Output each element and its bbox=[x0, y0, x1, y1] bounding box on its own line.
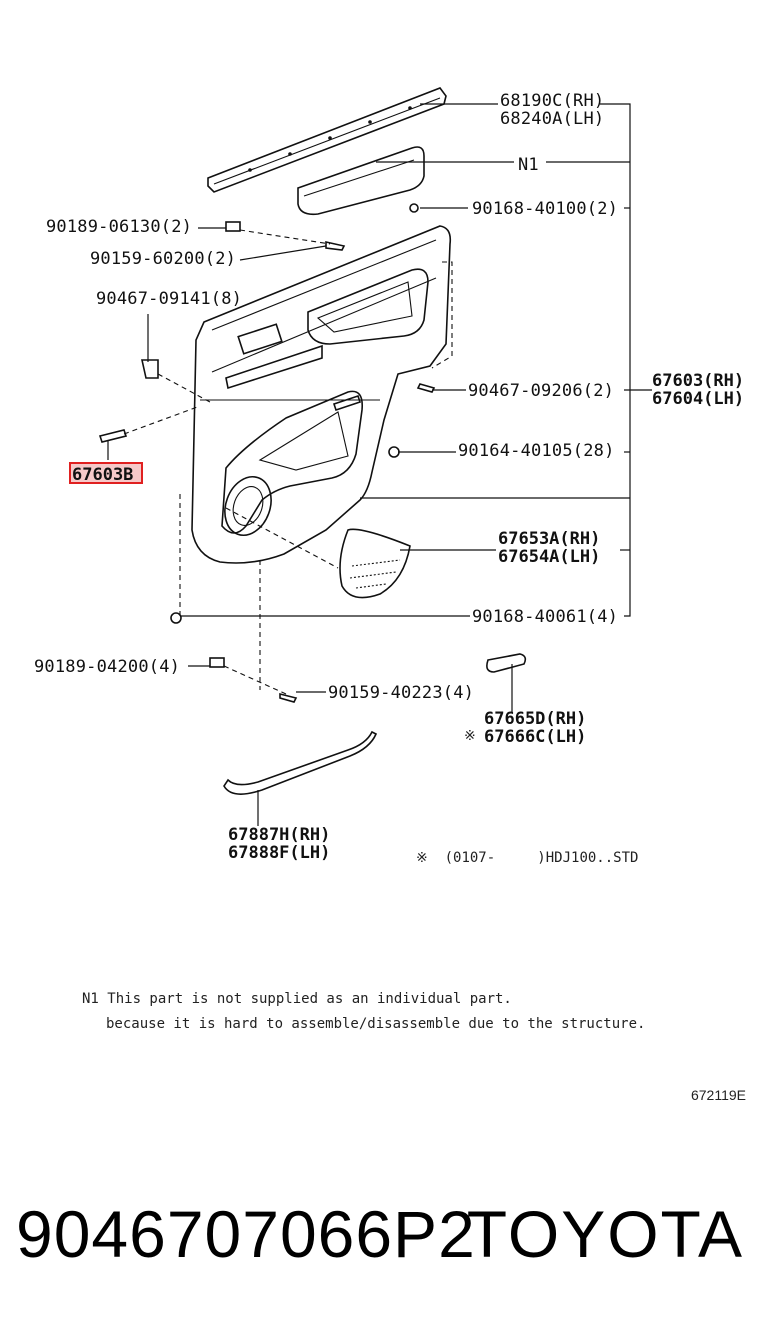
lower-moulding bbox=[223, 730, 378, 795]
label-67604-lh: 67604(LH) bbox=[652, 389, 744, 409]
highlighted-part-67603b[interactable]: 67603B bbox=[69, 462, 143, 485]
std-note: ※ (0107- )HDJ100..STD bbox=[416, 850, 638, 866]
note-line-1: N1 This part is not supplied as an indiv… bbox=[82, 991, 512, 1007]
label-68190c: 68190C(RH) bbox=[500, 91, 604, 111]
note-line-2: because it is hard to assemble/disassemb… bbox=[106, 1016, 645, 1032]
speaker-cover bbox=[339, 528, 411, 599]
leader-lines bbox=[107, 103, 652, 826]
label-67888f: 67888F(LH) bbox=[228, 843, 330, 863]
label-67653a: 67653A(RH) bbox=[498, 529, 600, 549]
upper-garnish bbox=[297, 146, 425, 216]
footer-part-number: 9046707066P2 bbox=[16, 1197, 476, 1271]
label-n1: N1 bbox=[518, 155, 539, 175]
label-90168-40100: 90168-40100(2) bbox=[472, 199, 618, 219]
label-67654a: 67654A(LH) bbox=[498, 547, 600, 567]
label-90467-09206: 90467-09206(2) bbox=[468, 381, 614, 401]
door-trim-board bbox=[179, 225, 453, 690]
label-67603-rh: 67603(RH) bbox=[652, 371, 744, 391]
label-90164-40105: 90164-40105(28) bbox=[458, 441, 615, 461]
label-67666c: 67666C(LH) bbox=[484, 727, 586, 747]
label-90168-40061: 90168-40061(4) bbox=[472, 607, 618, 627]
belt-moulding bbox=[207, 87, 447, 193]
label-67603b: 67603B bbox=[72, 465, 133, 485]
fasteners bbox=[98, 203, 436, 703]
label-90189-06130: 90189-06130(2) bbox=[46, 217, 192, 237]
parts-diagram: 68190C(RH) 68240A(LH) N1 90168-40100(2) … bbox=[34, 87, 746, 1103]
small-garnish bbox=[486, 653, 527, 673]
label-90159-60200: 90159-60200(2) bbox=[90, 249, 236, 269]
label-68240a: 68240A(LH) bbox=[500, 109, 604, 129]
label-90159-40223: 90159-40223(4) bbox=[328, 683, 474, 703]
star-mark: ※ bbox=[464, 727, 476, 743]
footer-brand: TOYOTA bbox=[466, 1197, 744, 1271]
diagram-code: 672119E bbox=[691, 1087, 746, 1103]
label-67665d: 67665D(RH) bbox=[484, 709, 586, 729]
label-90189-04200: 90189-04200(4) bbox=[34, 657, 180, 677]
label-90467-09141: 90467-09141(8) bbox=[96, 289, 242, 309]
label-67887h: 67887H(RH) bbox=[228, 825, 330, 845]
